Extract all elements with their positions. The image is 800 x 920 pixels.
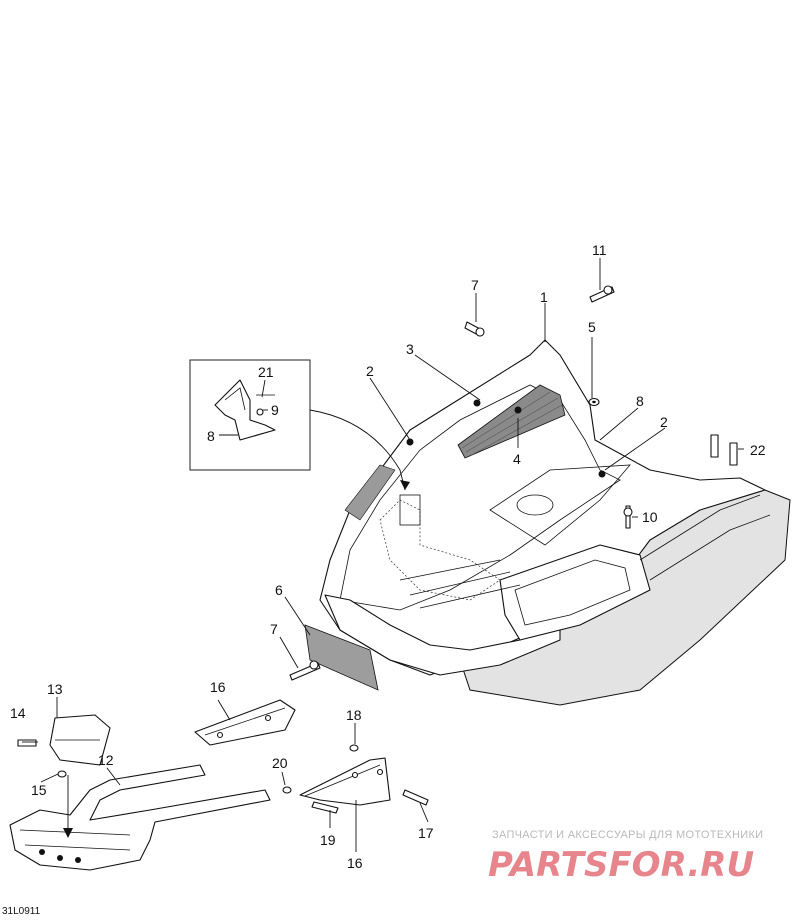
diagram-id: 31L0911 [2, 906, 41, 917]
callout-8-main: 8 [636, 393, 644, 409]
callout-21: 21 [258, 364, 274, 380]
callout-18: 18 [346, 707, 362, 723]
callout-15: 15 [31, 782, 47, 798]
callout-5: 5 [588, 319, 596, 335]
watermark-logo: PARTSFOR.RU [488, 845, 754, 885]
rivet-7-top [464, 321, 485, 337]
callout-22: 22 [750, 442, 766, 458]
callout-14: 14 [10, 705, 26, 721]
callout-7-top: 7 [471, 277, 479, 293]
callout-16-lower: 16 [347, 855, 363, 871]
callout-11: 11 [592, 242, 607, 258]
callout-3: 3 [406, 341, 414, 357]
leader-lines [22, 258, 744, 852]
bracket-16-upper [194, 699, 296, 746]
rivet-11 [589, 285, 615, 303]
callout-2-right: 2 [660, 414, 668, 430]
callout-12: 12 [98, 752, 114, 768]
callout-4: 4 [513, 451, 521, 467]
callout-13: 13 [47, 681, 63, 697]
watermark: ЗАПЧАСТИ И АКСЕССУАРЫ ДЛЯ МОТОТЕХНИКИ PA… [488, 829, 763, 885]
bracket-16-lower [299, 757, 391, 806]
washer-5 [588, 397, 600, 407]
callout-9: 9 [271, 402, 279, 418]
hardware-17-20 [282, 744, 429, 814]
callout-20: 20 [272, 755, 288, 771]
rivet-10 [623, 505, 633, 529]
bumper-assembly [9, 714, 271, 871]
callout-8-inset: 8 [207, 428, 215, 444]
callout-19: 19 [320, 832, 336, 848]
callout-10: 10 [642, 509, 658, 525]
callout-6: 6 [275, 582, 283, 598]
callout-1: 1 [540, 289, 548, 305]
watermark-tagline: ЗАПЧАСТИ И АКСЕССУАРЫ ДЛЯ МОТОТЕХНИКИ [492, 829, 763, 841]
callout-17: 17 [418, 825, 434, 841]
screws-22 [710, 434, 738, 466]
callout-labels: 1 2 2 3 4 5 6 7 7 8 8 9 10 11 12 13 14 1… [10, 242, 766, 871]
inset-detail [189, 359, 311, 471]
callout-2-left: 2 [366, 363, 374, 379]
callout-16-upper: 16 [210, 679, 226, 695]
belly-pan [304, 339, 791, 706]
rivet-7-front [289, 660, 321, 681]
callout-7-front: 7 [270, 621, 278, 637]
